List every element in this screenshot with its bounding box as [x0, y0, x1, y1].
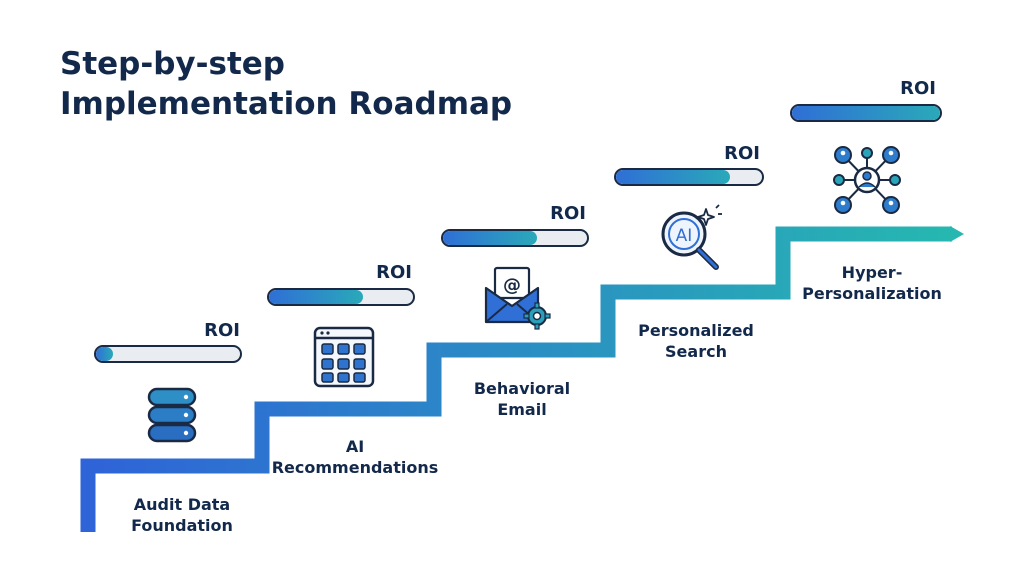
roi-fill-step-4: [616, 170, 730, 184]
step-label-5: Hyper- Personalization: [782, 262, 962, 304]
roi-bar-step-4: [614, 168, 764, 186]
svg-text:@: @: [503, 275, 521, 296]
step-label-4: Personalized Search: [606, 320, 786, 362]
step-2-line-2: Recommendations: [271, 458, 439, 477]
roi-fill-step-2: [269, 290, 363, 304]
step-3-line-2: Email: [497, 400, 547, 419]
roi-label-step-3: ROI: [550, 203, 586, 224]
roi-label-step-4: ROI: [724, 143, 760, 164]
roi-fill-step-5: [792, 106, 940, 120]
step-1-line-1: Audit Data: [133, 495, 231, 514]
roi-label-step-5: ROI: [900, 78, 936, 99]
step-4-line-2: Search: [665, 342, 727, 361]
step-label-3: Behavioral Email: [432, 378, 612, 420]
step-2-line-1: AI: [345, 437, 365, 456]
roi-bar-step-5: [790, 104, 942, 122]
step-4-line-1: Personalized: [638, 321, 754, 340]
roi-label-step-2: ROI: [376, 262, 412, 283]
page-title: Step-by-step Implementation Roadmap: [60, 44, 512, 124]
step-label-2: AI Recommendations: [265, 436, 445, 478]
roi-bar-step-2: [267, 288, 415, 306]
roi-fill-step-1: [96, 347, 114, 361]
ai-search-icon-text: AI: [676, 226, 693, 246]
roi-fill-step-3: [443, 231, 537, 245]
roi-label-step-1: ROI: [204, 320, 240, 341]
ai-search-icon: AI: [661, 204, 722, 270]
stair-line: [80, 226, 952, 532]
step-label-1: Audit Data Foundation: [92, 494, 272, 536]
roi-bar-step-1: [94, 345, 242, 363]
step-5-line-1: Hyper-: [841, 263, 903, 282]
stair-arrowhead: [950, 226, 964, 242]
grid-window-icon: [313, 326, 375, 388]
title-line-1: Step-by-step: [60, 46, 285, 82]
step-1-line-2: Foundation: [131, 516, 233, 535]
database-icon: [147, 387, 197, 443]
step-3-line-1: Behavioral: [473, 379, 571, 398]
step-5-line-2: Personalization: [802, 284, 942, 303]
network-people-icon: [833, 146, 901, 214]
title-line-2: Implementation Roadmap: [60, 86, 513, 122]
email-gear-icon: @: [484, 266, 551, 330]
roi-bar-step-3: [441, 229, 589, 247]
